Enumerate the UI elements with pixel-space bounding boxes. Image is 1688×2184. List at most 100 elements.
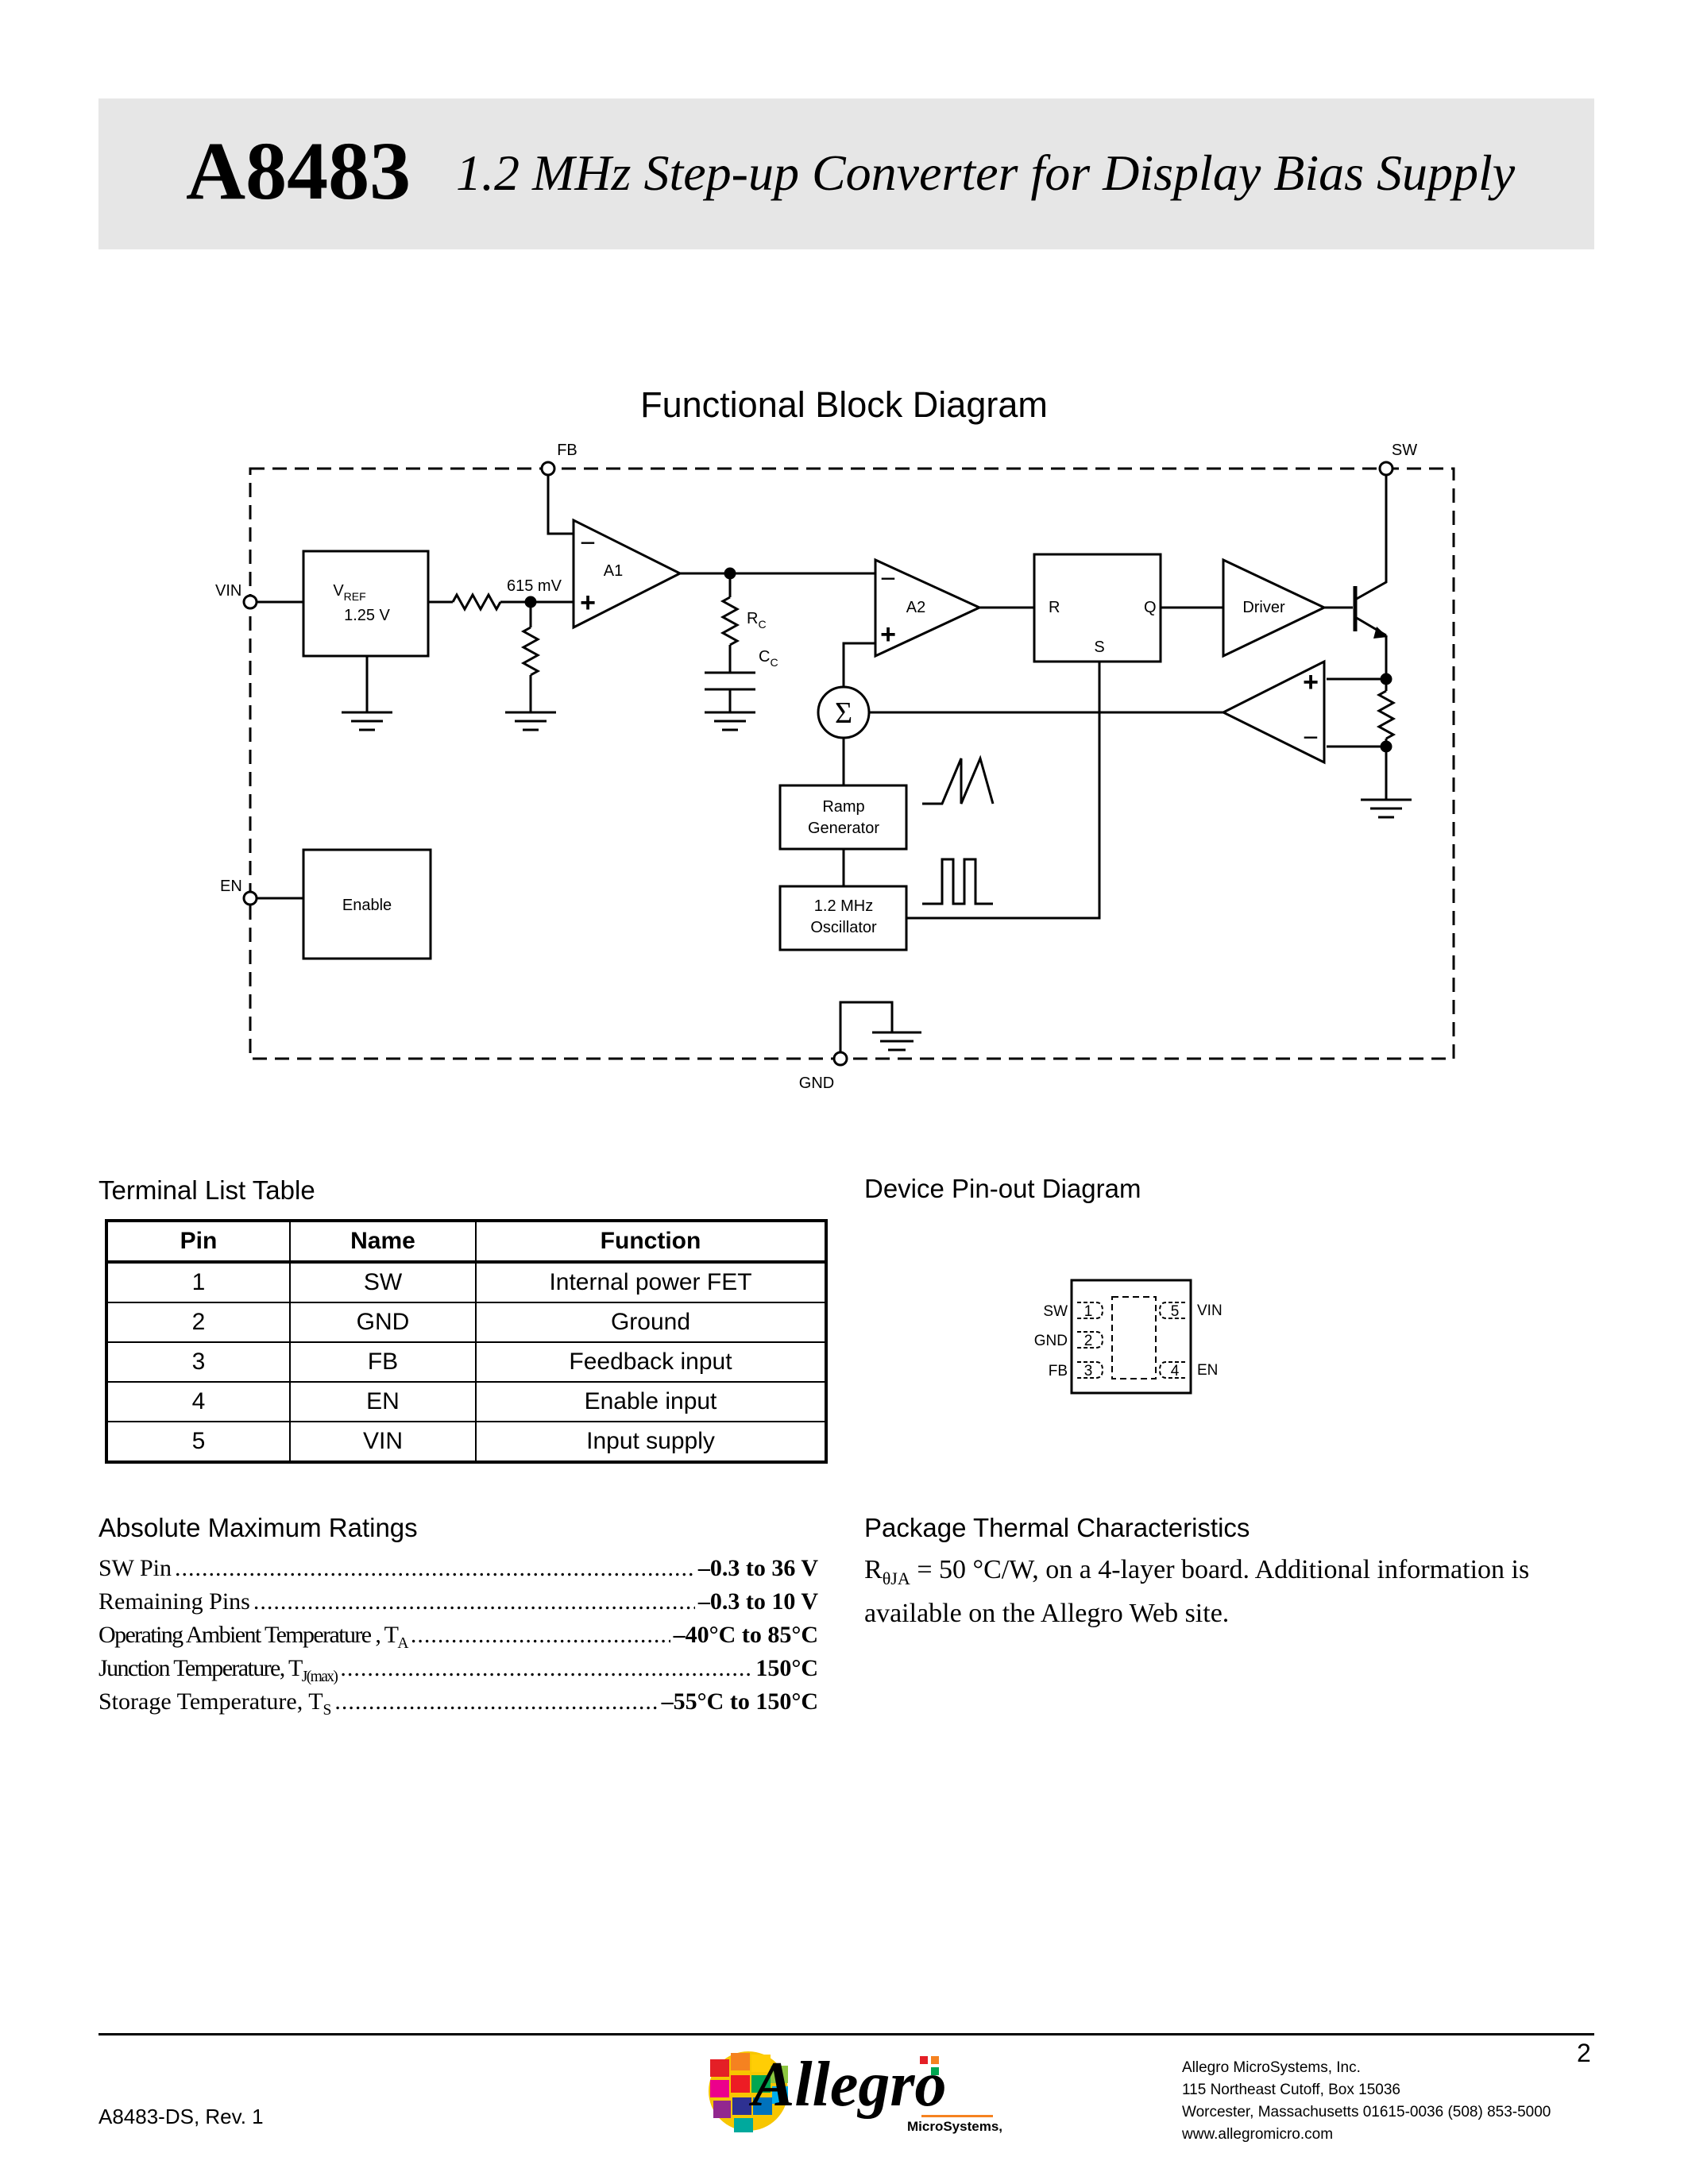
driver-label: Driver bbox=[1242, 599, 1285, 616]
shunt-resistor bbox=[520, 626, 541, 677]
ramp-waveform-icon bbox=[922, 754, 995, 805]
a2-label: A2 bbox=[906, 599, 925, 616]
vref-value: 1.25 V bbox=[344, 607, 390, 624]
pin-name-gnd: GND bbox=[1034, 1333, 1068, 1349]
ground-symbol bbox=[705, 711, 755, 731]
pin-sw-terminal bbox=[1378, 461, 1394, 477]
pin-pad-3 bbox=[1077, 1361, 1104, 1379]
pin-en-terminal bbox=[242, 890, 258, 906]
dot-leader: ........................................… bbox=[410, 1622, 670, 1648]
rc-label: RC bbox=[747, 610, 767, 631]
ratings-title: Absolute Maximum Ratings bbox=[98, 1513, 418, 1542]
vref-block bbox=[302, 550, 430, 658]
pin-pad-4 bbox=[1158, 1361, 1185, 1379]
ic-boundary bbox=[249, 467, 1455, 1060]
rating-label: Operating Ambient Temperature , TA bbox=[98, 1622, 409, 1652]
table-row: 4 EN Enable input bbox=[106, 1381, 827, 1422]
part-number: A8483 bbox=[186, 125, 411, 217]
name-cell: FB bbox=[289, 1341, 477, 1383]
dot-leader: ........................................… bbox=[334, 1688, 659, 1715]
logo-color-mosaic bbox=[709, 2051, 993, 2132]
pin-cell: 4 bbox=[106, 1381, 291, 1422]
voltage-label-615mv: 615 mV bbox=[507, 577, 562, 595]
dot-leader: ........................................… bbox=[340, 1655, 752, 1681]
thermal-title: Package Thermal Characteristics bbox=[864, 1513, 1250, 1542]
pin-name-fb: FB bbox=[1049, 1363, 1068, 1379]
comparator-a2 bbox=[874, 558, 983, 658]
exposed-pad bbox=[1111, 1296, 1157, 1379]
a1-plus: + bbox=[580, 588, 596, 618]
pin-pad-2 bbox=[1077, 1331, 1104, 1349]
ground-symbol bbox=[505, 711, 556, 731]
name-cell: SW bbox=[289, 1261, 477, 1303]
dot-leader: ........................................… bbox=[253, 1588, 695, 1615]
pin-pad-1 bbox=[1077, 1302, 1104, 1319]
rating-value: 150°C bbox=[755, 1655, 818, 1681]
latch-q-label: Q bbox=[1144, 599, 1157, 616]
rating-row-storage-temp: Storage Temperature, TS ................… bbox=[98, 1688, 818, 1722]
address-line: Worcester, Massachusetts 01615-0036 (508… bbox=[1182, 2104, 1551, 2120]
pin-number-1: 1 bbox=[1084, 1303, 1093, 1320]
cs-plus: + bbox=[1303, 667, 1319, 697]
rating-value: –40°C to 85°C bbox=[673, 1622, 818, 1648]
rating-row-remaining-pins: Remaining Pins .........................… bbox=[98, 1588, 818, 1622]
rating-value: –55°C to 150°C bbox=[661, 1688, 818, 1715]
logo-subtext: MicroSystems, Inc. bbox=[907, 2119, 1002, 2134]
ramp-label-line1: Ramp bbox=[822, 798, 864, 816]
pin-cell: 2 bbox=[106, 1302, 291, 1343]
pin-label-fb: FB bbox=[557, 442, 577, 459]
vref-label: VREF bbox=[333, 582, 365, 603]
document-title: 1.2 MHz Step-up Converter for Display Bi… bbox=[456, 145, 1516, 201]
pin-label-sw: SW bbox=[1392, 442, 1417, 459]
column-header: Pin bbox=[106, 1220, 291, 1264]
pin-gnd-terminal bbox=[832, 1051, 848, 1067]
sigma-symbol: Σ bbox=[835, 696, 852, 730]
rating-label: SW Pin bbox=[98, 1555, 172, 1581]
column-header: Function bbox=[475, 1220, 827, 1264]
dot-leader: ........................................… bbox=[174, 1555, 695, 1581]
osc-label-line1: 1.2 MHz bbox=[814, 897, 873, 915]
ground-symbol bbox=[1361, 798, 1412, 819]
ground-symbol bbox=[342, 711, 392, 731]
name-cell: VIN bbox=[289, 1421, 477, 1463]
pin-name-sw: SW bbox=[1043, 1303, 1068, 1320]
allegro-logo: Allegro MicroSystems, Inc. bbox=[709, 2050, 1002, 2134]
function-cell: Ground bbox=[475, 1302, 827, 1343]
function-cell: Input supply bbox=[475, 1421, 827, 1463]
pinout-title: Device Pin-out Diagram bbox=[864, 1174, 1141, 1203]
enable-label: Enable bbox=[342, 897, 392, 914]
function-cell: Enable input bbox=[475, 1381, 827, 1422]
table-header-row: Pin Name Function bbox=[106, 1220, 827, 1264]
address-line: Allegro MicroSystems, Inc. bbox=[1182, 2059, 1361, 2076]
sense-resistor bbox=[1376, 689, 1396, 740]
logo-wordmark: Allegro bbox=[748, 2050, 946, 2120]
table-row: 3 FB Feedback input bbox=[106, 1341, 827, 1383]
series-resistor bbox=[451, 592, 502, 612]
pin-vin-terminal bbox=[242, 594, 258, 610]
rating-value: –0.3 to 10 V bbox=[697, 1588, 818, 1615]
block-diagram-title: Functional Block Diagram bbox=[640, 384, 1048, 425]
a1-minus: − bbox=[580, 528, 596, 558]
device-pinout-diagram: 1 2 3 5 4 SW GND FB VIN EN bbox=[1034, 1279, 1223, 1395]
column-header: Name bbox=[289, 1220, 477, 1264]
pin-pad-5 bbox=[1158, 1302, 1185, 1319]
rating-value: –0.3 to 36 V bbox=[697, 1555, 818, 1581]
rating-label: Remaining Pins bbox=[98, 1588, 250, 1615]
function-cell: Internal power FET bbox=[475, 1261, 827, 1303]
terminal-list-title: Terminal List Table bbox=[98, 1175, 315, 1205]
a2-minus: − bbox=[880, 564, 896, 594]
pin-number-3: 3 bbox=[1084, 1363, 1093, 1379]
compensation-resistor bbox=[720, 596, 740, 646]
pin-name-vin: VIN bbox=[1197, 1302, 1223, 1319]
address-line: 115 Northeast Cutoff, Box 15036 bbox=[1182, 2082, 1400, 2098]
a1-label: A1 bbox=[604, 562, 623, 580]
clock-waveform-icon bbox=[922, 858, 993, 905]
a2-plus: + bbox=[880, 619, 896, 650]
package-outline bbox=[1070, 1279, 1192, 1395]
company-address: Allegro MicroSystems, Inc. 115 Northeast… bbox=[1182, 2057, 1551, 2146]
oscillator-block bbox=[778, 885, 908, 951]
rating-row-operating-temp: Operating Ambient Temperature , TA .....… bbox=[98, 1622, 818, 1655]
driver-buffer bbox=[1222, 558, 1327, 658]
rating-row-junction-temp: Junction Temperature, TJ(max) ..........… bbox=[98, 1655, 818, 1688]
ramp-generator-block bbox=[778, 784, 908, 851]
